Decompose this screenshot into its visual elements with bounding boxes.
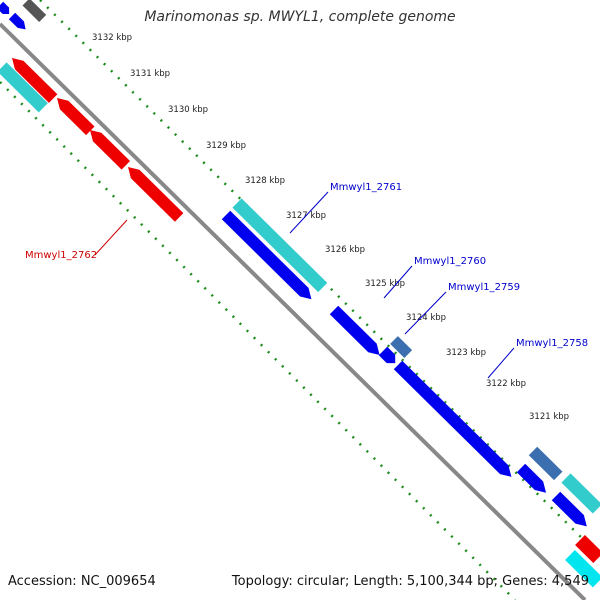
gene-arrow-forward: [221, 210, 312, 300]
tick-label: 3121 kbp: [529, 412, 569, 422]
gene-arrow-forward: [378, 346, 396, 364]
tick-label: 3122 kbp: [486, 379, 526, 389]
gene-label-leader: [94, 219, 128, 256]
tick-label: 3126 kbp: [325, 245, 365, 255]
tick-label: 3132 kbp: [92, 33, 132, 43]
map-title: Marinomonas sp. MWYL1, complete genome: [144, 9, 456, 25]
genome-summary-text: Topology: circular; Length: 5,100,344 bp…: [231, 574, 589, 589]
gene-label-leader: [383, 265, 413, 299]
tick-labels: 3132 kbp 3131 kbp 3130 kbp 3129 kbp 3128 kbp…: [92, 33, 569, 422]
rna-feature: [0, 62, 48, 113]
gene-arrow-forward: [551, 491, 587, 527]
gene-label: Mmwyl1_2761: [330, 182, 402, 193]
gene-label-leader: [289, 191, 329, 234]
dotted-line-1: [39, 0, 600, 557]
tick-label: 3123 kbp: [446, 348, 486, 358]
gene-arrow-forward: [329, 305, 380, 355]
tick-label: 3129 kbp: [206, 141, 246, 151]
gene-label-leader: [404, 291, 447, 335]
gene-arrow-forward-alt: [528, 446, 563, 481]
gene-arrow-forward: [8, 12, 26, 30]
tick-label: 3131 kbp: [130, 69, 170, 79]
gene-arrow-forward-alt: [390, 336, 413, 358]
gene-arrow-forward: [516, 463, 547, 493]
gene-arrow-reverse: [57, 98, 95, 136]
gene-label: Mmwyl1_2759: [448, 282, 520, 293]
dotted-line-2: [0, 81, 516, 600]
rna-feature: [561, 473, 600, 514]
genome-backbone: [0, 22, 587, 600]
tick-label: 3124 kbp: [406, 313, 446, 323]
gene-arrow-reverse: [128, 167, 184, 222]
tick-label: 3130 kbp: [168, 105, 208, 115]
gene-arrow-grey: [22, 0, 47, 23]
gene-arrow-reverse: [12, 58, 58, 103]
gene-label: Mmwyl1_2760: [414, 256, 486, 267]
gene-label-leader: [487, 347, 515, 379]
rna-feature: [565, 550, 600, 588]
gene-arrow-forward: [0, 1, 10, 15]
rna-feature: [232, 198, 328, 293]
gene-arrow-forward: [393, 360, 512, 477]
gene-labels: Mmwyl1_2761Mmwyl1_2760Mmwyl1_2759Mmwyl1_…: [25, 182, 588, 379]
gene-label: Mmwyl1_2762: [25, 250, 97, 261]
tick-label: 3125 kbp: [365, 279, 405, 289]
gene-label: Mmwyl1_2758: [516, 338, 588, 349]
gene-arrow-reverse: [90, 130, 131, 170]
tick-label: 3128 kbp: [245, 176, 285, 186]
accession-text: Accession: NC_009654: [8, 574, 156, 589]
gene-arrow-reverse: [575, 535, 600, 563]
